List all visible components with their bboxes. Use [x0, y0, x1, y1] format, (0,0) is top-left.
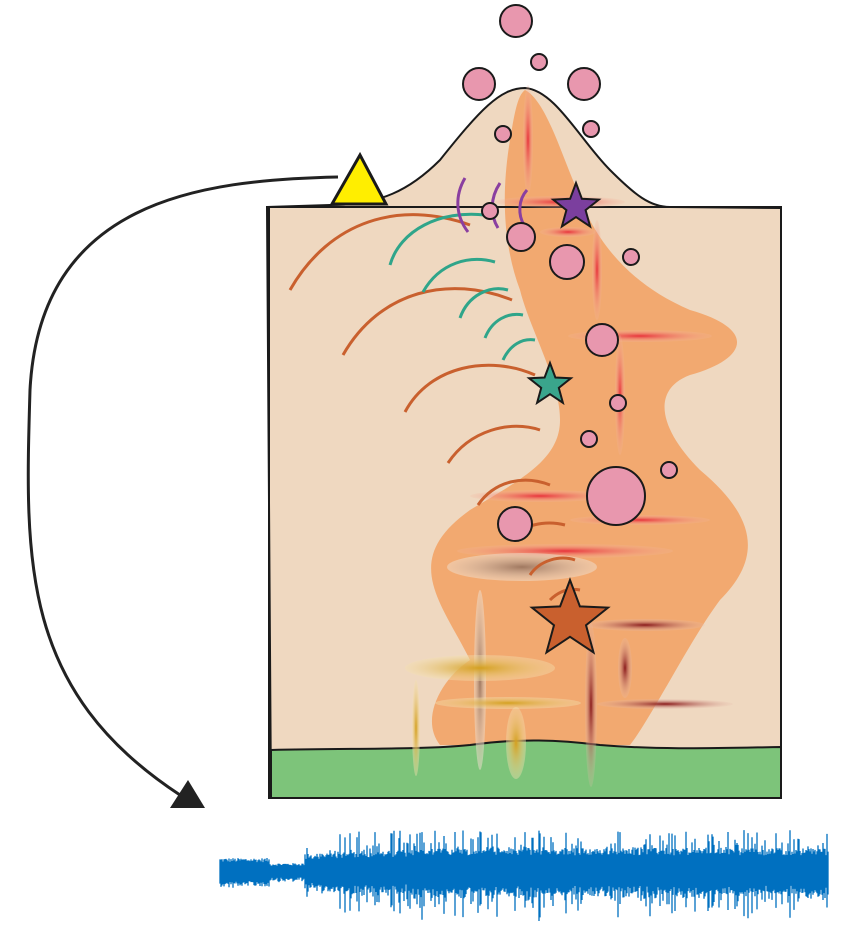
arrow-head-icon: [170, 780, 205, 808]
ray-path: [26, 175, 339, 797]
star-icon: [550, 180, 602, 229]
seismogram: [219, 830, 829, 921]
ground: [270, 739, 782, 799]
seismic-waves: [288, 177, 581, 602]
triangle-icon: [329, 151, 389, 206]
gas-bubbles: [462, 4, 678, 542]
star-icon: [529, 577, 611, 655]
waveform-trace: [219, 830, 829, 921]
star-icon: [526, 360, 574, 406]
magma-plume: [431, 90, 748, 745]
